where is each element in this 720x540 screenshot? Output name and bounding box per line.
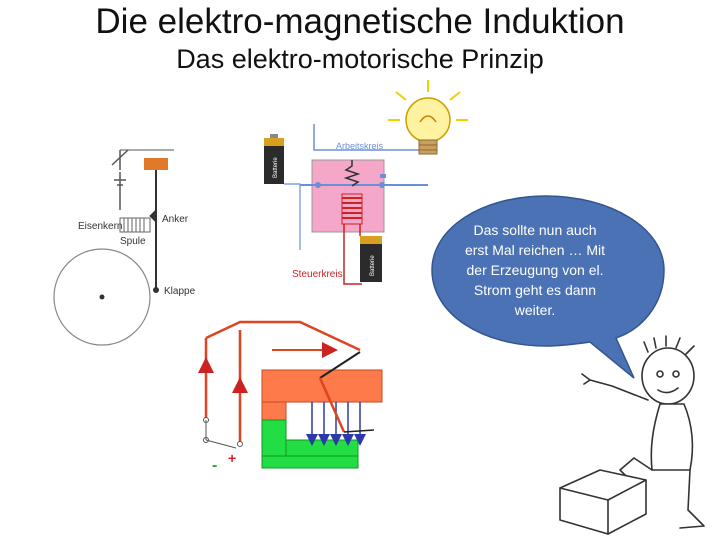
cartoon-figure xyxy=(559,335,705,535)
magnet-top-pole xyxy=(261,369,383,403)
relay-box xyxy=(311,159,385,233)
terminal-plus: + xyxy=(228,450,236,466)
light-bulb-icon xyxy=(388,80,468,155)
force-line xyxy=(319,351,361,379)
battery-bottom xyxy=(360,236,382,282)
label-spule: Spule xyxy=(120,236,146,247)
speech-bubble-text: Das sollte nun auch erst Mal reichen … M… xyxy=(464,222,606,318)
label-anker: Anker xyxy=(162,214,189,225)
battery-top-label: Batterie xyxy=(273,157,279,178)
motor-principle: - + xyxy=(198,320,383,474)
figure-body xyxy=(650,403,694,471)
label-arbeitskreis: Arbeitskreis xyxy=(336,141,384,151)
relay-contact xyxy=(343,160,361,187)
terminal-minus: - xyxy=(212,457,217,474)
label-klappe: Klappe xyxy=(164,286,196,297)
battery-top xyxy=(264,138,284,184)
contact-block xyxy=(144,158,168,170)
figure-head xyxy=(641,347,695,405)
speech-bubble xyxy=(431,195,665,379)
battery-bottom-label: Batterie xyxy=(370,255,376,276)
moving-conductor xyxy=(318,377,346,433)
steuerkreis-wire xyxy=(343,224,362,285)
label-steuerkreis: Steuerkreis xyxy=(292,269,343,280)
label-eisenkern: Eisenkern xyxy=(78,221,122,232)
magnet-bottom-pole xyxy=(261,419,287,457)
conductor-top xyxy=(205,320,361,352)
slide-subtitle: Das elektro-motorische Prinzip xyxy=(176,44,544,74)
bell-schematic: Eisenkern Spule Anker Klappe xyxy=(53,149,196,346)
slide-title: Die elektro-magnetische Induktion xyxy=(95,2,625,41)
step-box xyxy=(559,469,647,501)
relay-diagram: Batterie Arbeitskreis Batterie Steuerkre… xyxy=(264,80,468,285)
